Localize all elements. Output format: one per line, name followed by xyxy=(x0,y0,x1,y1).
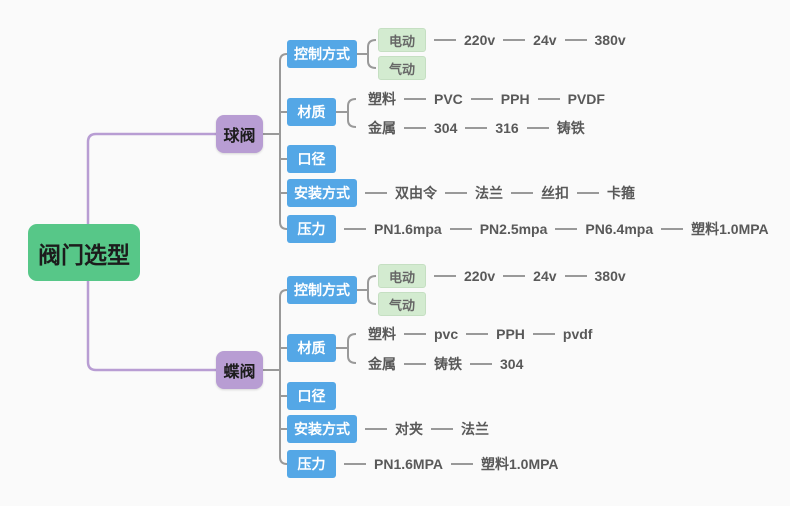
chain-ball-plastic-materials: 塑料 PVC PPH PVDF xyxy=(368,89,605,109)
chain-ball-install-methods: 双由令 法兰 丝扣 卡箍 xyxy=(357,183,635,203)
sub-node-butterfly-pneumatic[interactable]: 气动 xyxy=(378,292,426,316)
chain-ball-electric-voltages: 220v 24v 380v xyxy=(426,32,626,48)
connector-dash xyxy=(404,127,426,129)
chain-item-pressure[interactable]: PN2.5mpa xyxy=(479,221,548,237)
connector-dash xyxy=(365,428,387,430)
topic-node-ball-install-method[interactable]: 安装方式 xyxy=(287,179,357,207)
chain-butterfly-electric-voltages: 220v 24v 380v xyxy=(426,268,626,284)
connector-dash xyxy=(344,228,366,230)
connector-dash xyxy=(404,98,426,100)
connector-dash xyxy=(564,39,587,41)
branch-node-ball-valve[interactable]: 球阀 xyxy=(216,115,263,153)
topic-node-ball-control-mode[interactable]: 控制方式 xyxy=(287,40,357,68)
connector-dash xyxy=(344,463,366,465)
connector-dash xyxy=(537,98,560,100)
chain-butterfly-install-methods: 对夹 法兰 xyxy=(357,419,489,439)
topic-node-butterfly-install-method[interactable]: 安装方式 xyxy=(287,415,357,443)
chain-item-material[interactable]: pvdf xyxy=(562,326,593,342)
chain-item-material[interactable]: 304 xyxy=(434,120,458,136)
topic-node-butterfly-pressure[interactable]: 压力 xyxy=(287,450,336,478)
connector-dash xyxy=(577,192,599,194)
connector-dash xyxy=(434,39,456,41)
chain-item-material[interactable]: pvc xyxy=(434,326,459,342)
root-node-valve-selection[interactable]: 阀门选型 xyxy=(28,224,140,281)
chain-item-pressure[interactable]: 塑料1.0MPA xyxy=(691,221,769,237)
chain-item-material[interactable]: PVDF xyxy=(567,91,605,107)
connector-dash xyxy=(449,228,472,230)
chain-item-voltage[interactable]: 380v xyxy=(594,32,626,48)
connector-dash xyxy=(526,127,549,129)
connector-dash xyxy=(470,363,492,365)
chain-item-install[interactable]: 双由令 xyxy=(395,185,437,201)
connector-dash xyxy=(431,428,453,430)
sub-node-butterfly-plastic[interactable]: 塑料 xyxy=(368,326,396,342)
connector-dash xyxy=(450,463,473,465)
connector-dash xyxy=(445,192,467,194)
sub-node-butterfly-electric[interactable]: 电动 xyxy=(378,264,426,288)
chain-item-install[interactable]: 法兰 xyxy=(461,421,489,437)
connector-dash xyxy=(503,275,526,277)
connector-dash xyxy=(365,192,387,194)
connector-dash xyxy=(503,39,526,41)
chain-item-material[interactable]: 铸铁 xyxy=(434,356,462,372)
chain-item-install[interactable]: 对夹 xyxy=(395,421,423,437)
chain-item-material[interactable]: 304 xyxy=(500,356,524,372)
chain-item-install[interactable]: 卡箍 xyxy=(607,185,635,201)
connector-dash xyxy=(466,333,489,335)
connector-dash xyxy=(465,127,488,129)
chain-ball-pressures: PN1.6mpa PN2.5mpa PN6.4mpa 塑料1.0MPA xyxy=(336,219,769,239)
chain-item-material[interactable]: 316 xyxy=(495,120,519,136)
chain-item-material[interactable]: PPH xyxy=(500,91,530,107)
chain-item-pressure[interactable]: 塑料1.0MPA xyxy=(480,456,559,472)
chain-item-voltage[interactable]: 24v xyxy=(533,268,557,284)
chain-item-install[interactable]: 丝扣 xyxy=(541,185,569,201)
chain-item-voltage[interactable]: 24v xyxy=(533,32,557,48)
chain-item-material[interactable]: 铸铁 xyxy=(556,120,585,136)
branch-node-butterfly-valve[interactable]: 蝶阀 xyxy=(216,351,263,389)
connector-dash xyxy=(404,363,426,365)
chain-ball-metal-materials: 金属 304 316 铸铁 xyxy=(368,118,585,138)
chain-item-install[interactable]: 法兰 xyxy=(475,185,503,201)
topic-node-butterfly-diameter[interactable]: 口径 xyxy=(287,382,336,410)
chain-item-pressure[interactable]: PN1.6MPA xyxy=(374,456,443,472)
chain-item-pressure[interactable]: PN6.4mpa xyxy=(585,221,654,237)
sub-node-ball-plastic[interactable]: 塑料 xyxy=(368,91,396,107)
topic-node-butterfly-control-mode[interactable]: 控制方式 xyxy=(287,276,357,304)
connector-dash xyxy=(511,192,533,194)
sub-node-ball-metal[interactable]: 金属 xyxy=(368,120,396,136)
connector-dash xyxy=(555,228,578,230)
chain-item-voltage[interactable]: 380v xyxy=(594,268,626,284)
chain-item-voltage[interactable]: 220v xyxy=(464,32,496,48)
chain-item-pressure[interactable]: PN1.6mpa xyxy=(374,221,442,237)
chain-item-material[interactable]: PVC xyxy=(434,91,463,107)
chain-butterfly-metal-materials: 金属 铸铁 304 xyxy=(368,354,523,374)
connector-dash xyxy=(470,98,493,100)
connector-dash xyxy=(404,333,426,335)
chain-item-voltage[interactable]: 220v xyxy=(464,268,496,284)
topic-node-ball-pressure[interactable]: 压力 xyxy=(287,215,336,243)
topic-node-ball-material[interactable]: 材质 xyxy=(287,98,336,126)
connector-dash xyxy=(661,228,684,230)
chain-butterfly-plastic-materials: 塑料 pvc PPH pvdf xyxy=(368,324,592,344)
connector-dash xyxy=(564,275,587,277)
topic-node-butterfly-material[interactable]: 材质 xyxy=(287,334,336,362)
topic-node-ball-diameter[interactable]: 口径 xyxy=(287,145,336,173)
connector-dash xyxy=(532,333,555,335)
sub-node-ball-electric[interactable]: 电动 xyxy=(378,28,426,52)
chain-item-material[interactable]: PPH xyxy=(496,326,525,342)
connector-dash xyxy=(434,275,456,277)
sub-node-ball-pneumatic[interactable]: 气动 xyxy=(378,56,426,80)
sub-node-butterfly-metal[interactable]: 金属 xyxy=(368,356,396,372)
chain-butterfly-pressures: PN1.6MPA 塑料1.0MPA xyxy=(336,454,559,474)
